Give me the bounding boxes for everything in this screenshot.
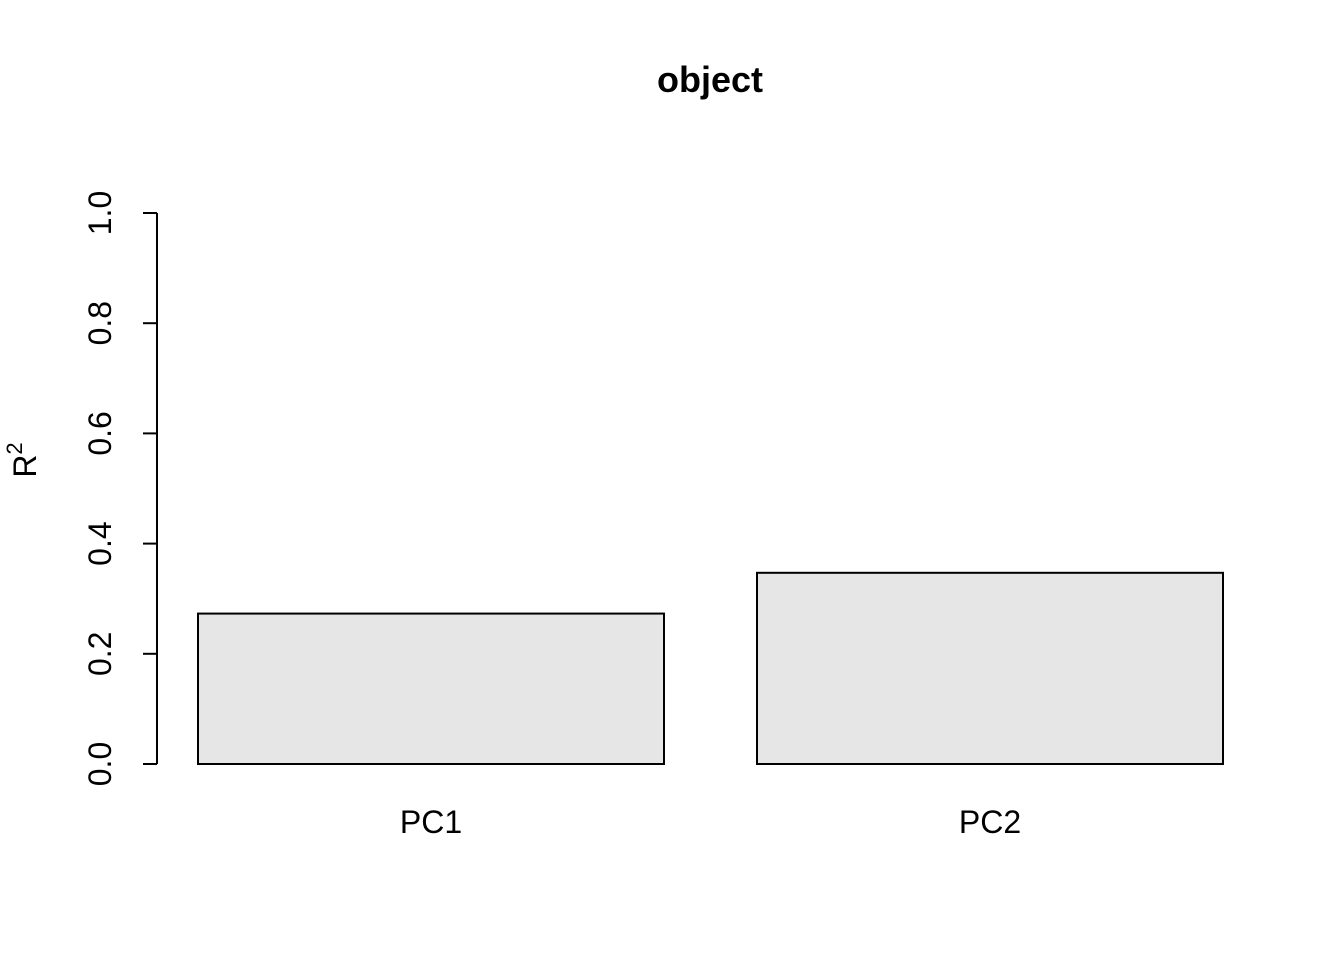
x-category-label: PC1 xyxy=(400,804,462,840)
bars xyxy=(197,571,1224,766)
y-axis-label-superscript: 2 xyxy=(2,442,27,454)
y-tick-label: 0.0 xyxy=(82,742,118,786)
y-tick-label: 0.8 xyxy=(82,301,118,345)
y-axis: 0.0 0.2 0.4 0.6 0.8 1.0 xyxy=(82,191,158,786)
y-ticks: 0.0 0.2 0.4 0.6 0.8 1.0 xyxy=(82,191,157,786)
y-axis-label: R2 xyxy=(2,442,43,477)
chart-title: object xyxy=(657,59,763,100)
x-category-label: PC2 xyxy=(959,804,1021,840)
y-tick-label: 1.0 xyxy=(82,191,118,235)
y-tick-label: 0.6 xyxy=(82,411,118,455)
y-tick-label: 0.4 xyxy=(82,521,118,565)
svg-text:R2: R2 xyxy=(2,442,43,477)
x-categories: PC1 PC2 xyxy=(400,804,1021,840)
bar-pc1 xyxy=(197,612,665,766)
bar-pc2 xyxy=(756,571,1224,765)
y-tick-label: 0.2 xyxy=(82,632,118,676)
y-axis-label-base: R xyxy=(7,455,43,478)
